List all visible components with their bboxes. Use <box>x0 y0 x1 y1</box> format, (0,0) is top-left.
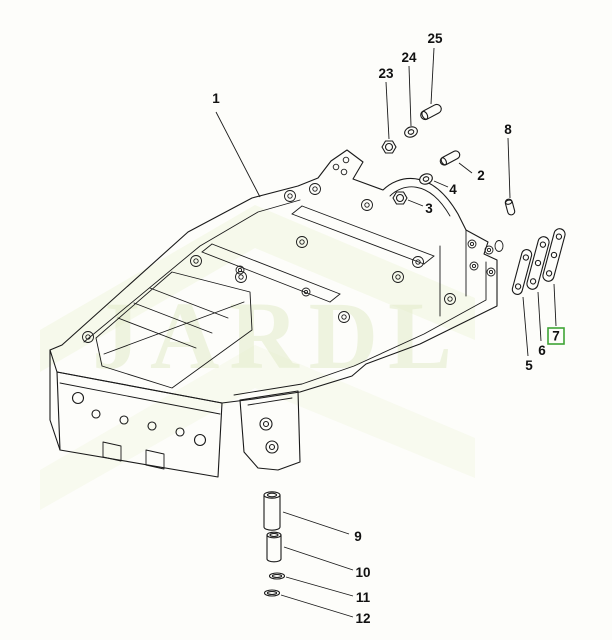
watermark-band <box>255 205 475 340</box>
callout-10[interactable]: 10 <box>355 565 370 580</box>
part-washer-24 <box>404 126 418 138</box>
callout-23[interactable]: 23 <box>378 66 394 81</box>
leader-25 <box>430 47 435 105</box>
leader-2 <box>458 162 473 174</box>
part-bushing-10 <box>266 531 282 563</box>
leader-7 <box>553 283 557 327</box>
frame-left-edge <box>49 349 61 451</box>
part-plate-6 <box>526 236 550 290</box>
leader-6 <box>537 291 542 342</box>
leader-3 <box>407 199 424 207</box>
callout-2[interactable]: 2 <box>477 168 485 183</box>
callout-25[interactable]: 25 <box>427 31 443 46</box>
callout-7[interactable]: 7 <box>552 329 560 344</box>
inner-rim-right <box>233 261 487 396</box>
callout-8[interactable]: 8 <box>504 122 512 137</box>
leader-5 <box>522 296 529 357</box>
part-plate-5 <box>511 249 533 295</box>
watermark-text: JARDL <box>92 282 462 389</box>
central-cavity <box>95 271 253 389</box>
cross-member-rear <box>291 205 435 265</box>
front-right-bracket <box>239 390 301 471</box>
part-nut-3 <box>392 191 408 205</box>
part-oring-11 <box>268 572 286 580</box>
frame-outline <box>49 149 498 404</box>
leader-8 <box>507 137 511 199</box>
part-bushing-9 <box>263 491 281 531</box>
callouts: 1 2 3 4 5 6 7 8 9 10 11 12 23 24 25 <box>212 31 565 626</box>
leader-lines <box>215 47 557 618</box>
callout-5[interactable]: 5 <box>525 358 533 373</box>
leader-23 <box>385 81 390 140</box>
rear-hump <box>389 186 467 317</box>
deck-bolt-holes <box>82 183 456 343</box>
callout-9[interactable]: 9 <box>354 529 362 544</box>
watermark-band <box>40 205 255 372</box>
leader-1 <box>215 111 261 198</box>
callout-11[interactable]: 11 <box>356 590 371 605</box>
callout-6[interactable]: 6 <box>538 343 546 358</box>
leader-4 <box>433 180 449 188</box>
hardware-parts <box>263 103 566 597</box>
inner-rim-left <box>83 199 301 343</box>
callout-1[interactable]: 1 <box>212 91 220 106</box>
front-panel <box>56 371 223 478</box>
part-pin-8 <box>504 198 516 216</box>
callout-3[interactable]: 3 <box>425 201 433 216</box>
chassis-drawing <box>49 149 504 478</box>
leader-24 <box>408 65 412 127</box>
part-pin-25 <box>420 103 442 121</box>
right-end-plate <box>467 239 504 277</box>
leader-10 <box>283 546 354 571</box>
callout-12[interactable]: 12 <box>355 611 370 626</box>
callout-7-highlight-box <box>547 327 565 345</box>
callout-4[interactable]: 4 <box>449 182 457 197</box>
callout-24[interactable]: 24 <box>401 50 417 65</box>
part-plate-7 <box>542 228 566 282</box>
watermark: JARDL <box>40 205 475 510</box>
leader-9 <box>282 511 350 535</box>
part-washer-4 <box>419 173 433 185</box>
top-bracket-holes <box>332 156 350 176</box>
watermark-band <box>40 345 475 510</box>
leader-11 <box>285 576 354 597</box>
leader-12 <box>280 594 354 618</box>
part-pin-2 <box>439 150 461 166</box>
part-nut-23 <box>381 140 397 154</box>
part-oring-12 <box>263 589 281 597</box>
